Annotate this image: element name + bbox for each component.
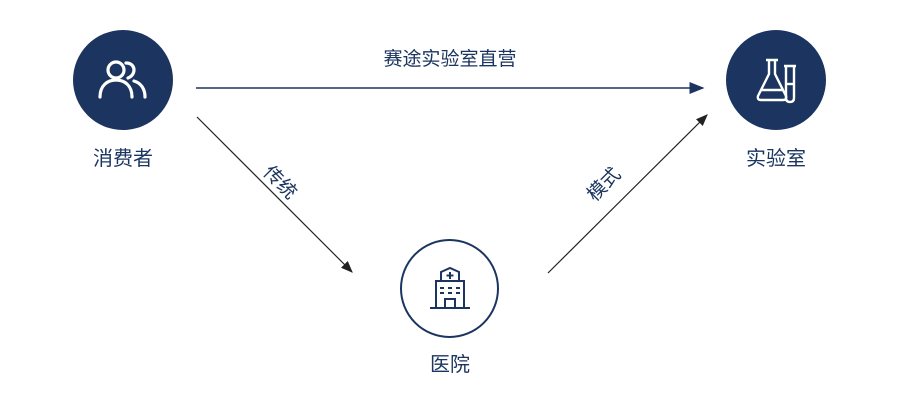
traditional-arrow — [196, 116, 353, 273]
hospital-icon — [429, 266, 470, 309]
direct-label: 赛途实验室直营 — [383, 48, 517, 70]
consumer-node — [73, 30, 173, 130]
consumer-label: 消费者 — [93, 146, 153, 170]
model-arrow — [547, 114, 708, 274]
hospital-label: 医院 — [430, 352, 470, 376]
users-icon — [98, 60, 147, 99]
hospital-node — [400, 239, 499, 338]
lab-node — [726, 30, 826, 130]
lab-flask-icon — [756, 58, 796, 104]
lab-label: 实验室 — [746, 146, 806, 170]
